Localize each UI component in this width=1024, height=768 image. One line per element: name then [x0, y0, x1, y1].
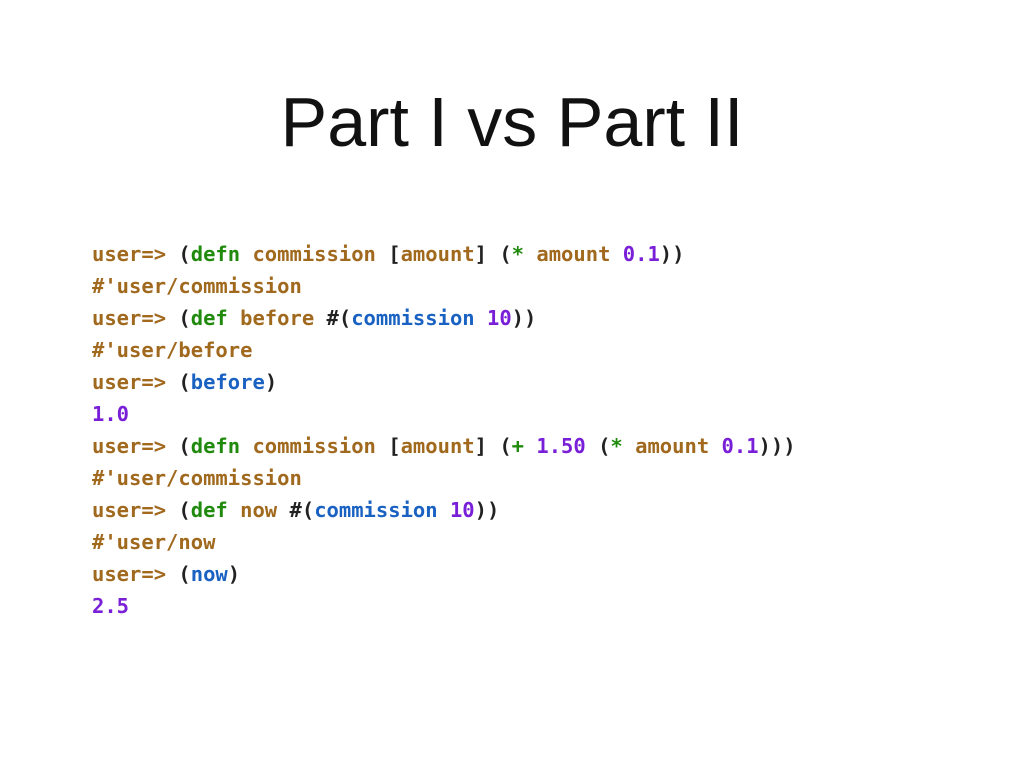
code-token: ] ( [474, 242, 512, 266]
repl-line: user=> (before) [92, 366, 992, 398]
code-token: commission [314, 498, 438, 522]
code-token: now [190, 562, 228, 586]
code-token: [ [388, 434, 401, 458]
code-token: )) [511, 306, 537, 330]
code-token: defn [190, 242, 241, 266]
code-token: commission [351, 306, 475, 330]
code-token: user=> [92, 498, 179, 522]
repl-line: user=> (defn commission [amount] (+ 1.50… [92, 430, 992, 462]
code-token: user=> [92, 242, 179, 266]
code-token: user=> [92, 562, 179, 586]
code-token: commission [240, 242, 389, 266]
code-token: def [190, 498, 228, 522]
code-token: amount [622, 434, 722, 458]
code-token: #'user/now [92, 530, 216, 554]
code-token: ( [178, 434, 191, 458]
code-token: [ [388, 242, 401, 266]
repl-line: #'user/commission [92, 462, 992, 494]
code-token: user=> [92, 306, 179, 330]
repl-line: user=> (def before #(commission 10)) [92, 302, 992, 334]
code-token: 1.0 [92, 402, 130, 426]
code-token [438, 498, 450, 522]
code-token: amount [400, 434, 475, 458]
code-token: #( [326, 306, 352, 330]
code-token: ( [585, 434, 611, 458]
code-token: 2.5 [92, 594, 130, 618]
code-token: * [511, 242, 525, 266]
code-token: )) [474, 498, 500, 522]
code-token [475, 306, 487, 330]
code-token: 1.50 [536, 434, 586, 458]
code-token: #( [289, 498, 315, 522]
code-token: before [227, 306, 327, 330]
code-token: amount [524, 242, 623, 266]
code-token: ( [178, 242, 191, 266]
code-token: before [190, 370, 265, 394]
code-token: 10 [449, 498, 475, 522]
code-token: ) [227, 562, 241, 586]
code-token: #'user/commission [92, 274, 302, 298]
code-token: + [511, 434, 525, 458]
repl-line: 1.0 [92, 398, 992, 430]
code-token: * [610, 434, 623, 458]
code-token: #'user/commission [92, 466, 302, 490]
repl-line: user=> (now) [92, 558, 992, 590]
repl-line: user=> (def now #(commission 10)) [92, 494, 992, 526]
code-token: ( [178, 306, 191, 330]
code-token: ( [178, 562, 191, 586]
code-token: def [190, 306, 228, 330]
code-token: now [227, 498, 290, 522]
repl-transcript: user=> (defn commission [amount] (* amou… [92, 238, 992, 622]
repl-line: user=> (defn commission [amount] (* amou… [92, 238, 992, 270]
repl-line: #'user/before [92, 334, 992, 366]
slide-title: Part I vs Part II [280, 83, 744, 161]
code-token: ( [178, 370, 191, 394]
code-token: ) [264, 370, 278, 394]
code-token: 0.1 [721, 434, 759, 458]
code-token: commission [240, 434, 389, 458]
code-token: amount [400, 242, 475, 266]
code-token: )) [659, 242, 685, 266]
code-token: defn [190, 434, 241, 458]
code-token: user=> [92, 434, 179, 458]
code-token: ( [178, 498, 191, 522]
code-token [524, 434, 536, 458]
code-token: user=> [92, 370, 179, 394]
repl-line: #'user/commission [92, 270, 992, 302]
repl-line: #'user/now [92, 526, 992, 558]
code-token: ))) [758, 434, 796, 458]
code-token: 0.1 [622, 242, 660, 266]
code-token: ] ( [474, 434, 512, 458]
code-token: 10 [486, 306, 512, 330]
repl-line: 2.5 [92, 590, 992, 622]
code-token: #'user/before [92, 338, 253, 362]
